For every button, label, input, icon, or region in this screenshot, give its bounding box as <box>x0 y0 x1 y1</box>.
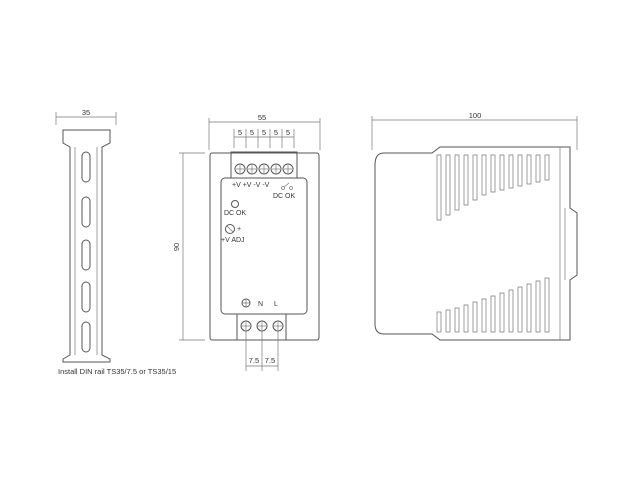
din-rail-view: 35 Install DIN rail TS35/7.5 or TS35/15 <box>55 108 176 376</box>
front-width-label: 55 <box>258 113 266 122</box>
relay-contact-icon <box>281 182 293 190</box>
adj-label: +V ADJ <box>221 237 245 244</box>
dc-ok-led-label: DC OK <box>224 210 247 217</box>
ac-pitch-label: 7.5 <box>265 356 275 365</box>
terminal-pitch-label: 5 <box>274 128 278 137</box>
side-view: 100 <box>371 111 578 341</box>
rail-slot <box>81 321 91 353</box>
side-depth-label: 100 <box>469 111 482 120</box>
terminal-pitch-label: 5 <box>238 128 242 137</box>
lower-vent-ribs <box>436 277 550 333</box>
rail-slot <box>81 196 91 228</box>
ground-symbol-icon <box>241 298 251 308</box>
ac-pitch-label: 7.5 <box>249 356 259 365</box>
adj-plus-label: + <box>237 226 241 233</box>
input-terminal-block <box>236 313 287 341</box>
din-rail-outline <box>62 129 111 363</box>
input-l-label: L <box>274 301 278 308</box>
terminal-pitch-label: 5 <box>262 128 266 137</box>
height-label: 90 <box>172 243 181 251</box>
rail-slot <box>81 151 91 183</box>
front-view: 55 5 5 5 5 5 90 +V +V -V - <box>172 113 321 371</box>
rail-slot <box>81 281 91 313</box>
rail-slot <box>81 239 91 271</box>
dc-ok-relay-label: DC OK <box>273 193 296 200</box>
input-n-label: N <box>258 301 263 308</box>
install-note: Install DIN rail TS35/7.5 or TS35/15 <box>58 367 176 376</box>
terminal-pitch-label: 5 <box>250 128 254 137</box>
dc-ok-led-icon <box>231 200 239 208</box>
side-housing-outline <box>374 146 578 341</box>
screw-terminal-icon <box>246 163 258 175</box>
screw-terminal-icon <box>234 163 246 175</box>
terminal-pitch-label: 5 <box>286 128 290 137</box>
output-terminal-label: +V +V -V -V <box>232 182 270 189</box>
rail-width-label: 35 <box>82 108 90 117</box>
front-housing-outline <box>209 152 320 341</box>
screw-terminal-icon <box>270 163 282 175</box>
screw-terminal-icon <box>282 163 294 175</box>
upper-vent-ribs <box>436 154 550 221</box>
screw-terminal-icon <box>258 163 270 175</box>
voltage-adjust-pot-icon <box>225 224 235 234</box>
